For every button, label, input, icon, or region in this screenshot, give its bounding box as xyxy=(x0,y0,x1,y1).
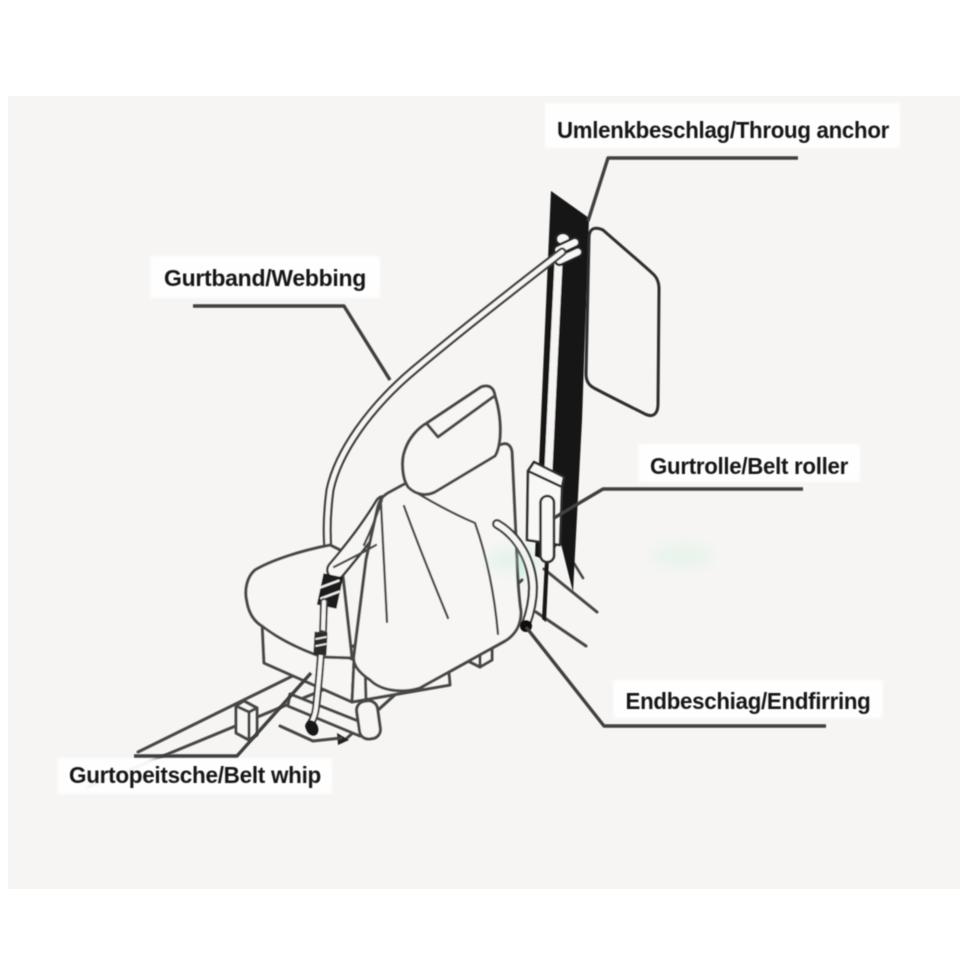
svg-text:Gurtopeitsche/Belt whip: Gurtopeitsche/Belt whip xyxy=(69,762,321,788)
svg-text:Gurtband/Webbing: Gurtband/Webbing xyxy=(164,265,366,291)
svg-text:Endbeschiag/Endfirring: Endbeschiag/Endfirring xyxy=(626,688,871,714)
svg-text:Gurtrolle/Belt roller: Gurtrolle/Belt roller xyxy=(650,453,848,479)
svg-text:Umlenkbeschlag/Throug anchor: Umlenkbeschlag/Throug anchor xyxy=(557,117,889,143)
